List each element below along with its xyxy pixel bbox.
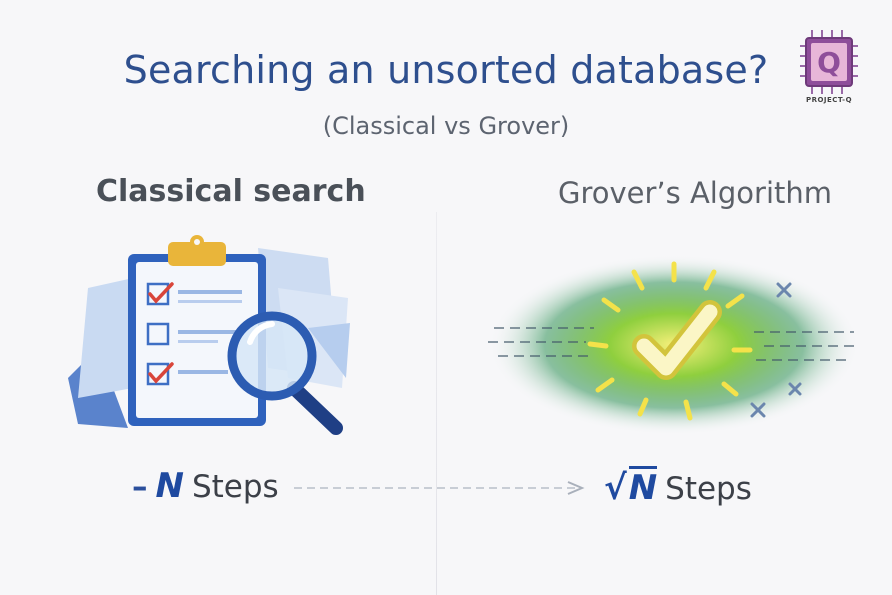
page-subtitle: (Classical vs Grover) <box>322 112 570 140</box>
magnifying-glass-icon <box>227 311 343 435</box>
classical-steps-label: Steps <box>191 469 279 505</box>
classical-heading: Classical search <box>96 174 366 209</box>
classical-steps-prefix: – <box>132 469 148 505</box>
clipboard-checklist-icon <box>68 235 350 435</box>
center-divider <box>436 212 437 595</box>
logo-label: PROJECT-Q <box>805 96 853 104</box>
x-mark-icon <box>750 282 802 418</box>
grover-steps-label: Steps <box>665 471 752 507</box>
grover-illustration <box>488 255 858 435</box>
grover-heading: Grover’s Algorithm <box>558 176 832 210</box>
grover-steps: √ N Steps <box>604 466 752 508</box>
project-q-logo: Q <box>800 30 858 94</box>
glowing-checkmark-icon <box>632 300 722 380</box>
page-title: Searching an unsorted database? <box>123 48 769 92</box>
logo-letter: Q <box>817 46 841 79</box>
classical-steps: – N Steps <box>132 466 279 506</box>
grover-steps-var: N <box>628 466 658 508</box>
grover-steps-prefix: √ <box>604 468 627 508</box>
comparison-arrow <box>294 481 585 495</box>
classical-steps-var: N <box>155 466 184 506</box>
